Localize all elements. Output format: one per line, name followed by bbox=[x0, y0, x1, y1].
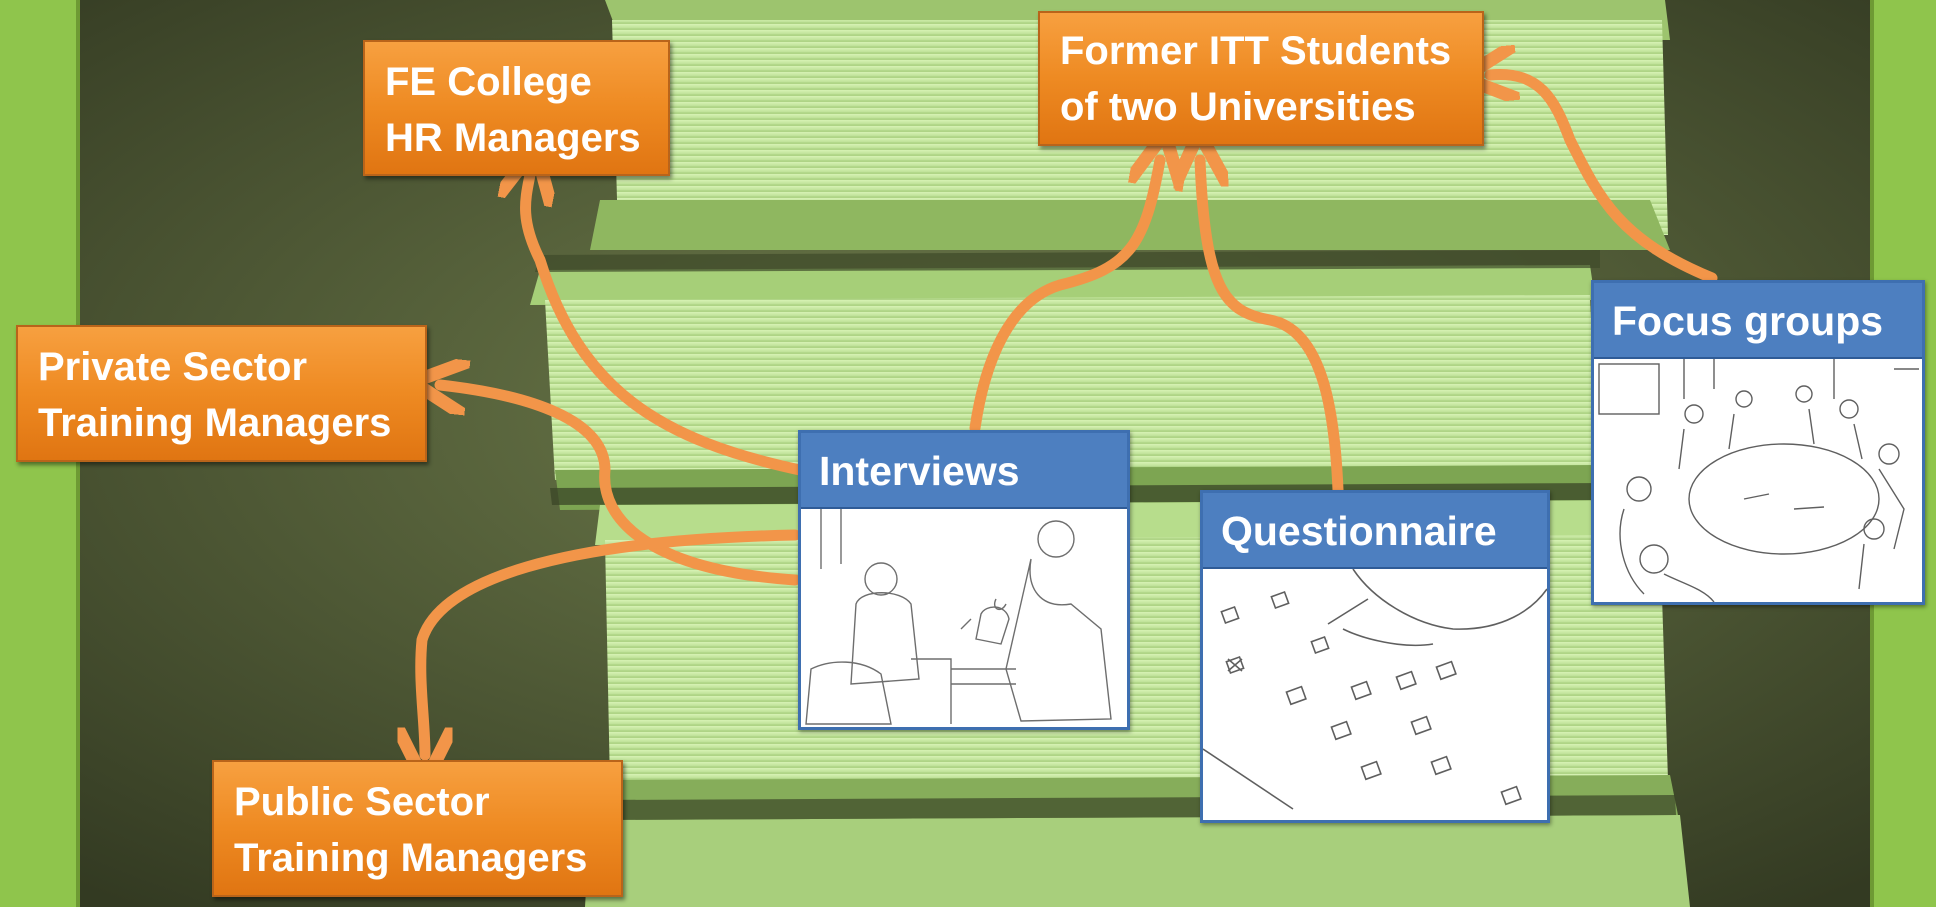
interviews-title: Interviews bbox=[801, 433, 1127, 509]
fe-college-box: FE College HR Managers bbox=[363, 40, 670, 176]
private-sector-line-1: Private Sector bbox=[38, 345, 308, 389]
private-sector-line-2: Training Managers bbox=[38, 401, 392, 445]
questionnaire-sketch-image bbox=[1203, 569, 1547, 820]
former-itt-line-1: Former ITT Students bbox=[1060, 29, 1452, 73]
questionnaire-card: Questionnaire bbox=[1200, 490, 1550, 823]
focus-groups-title: Focus groups bbox=[1594, 283, 1922, 359]
fe-college-line-2: HR Managers bbox=[385, 116, 641, 160]
public-sector-line-2: Training Managers bbox=[234, 836, 588, 880]
interview-sketch-image bbox=[801, 509, 1127, 727]
fe-college-line-1: FE College bbox=[385, 60, 592, 104]
focus-group-sketch-image bbox=[1594, 359, 1922, 602]
former-itt-box: Former ITT Students of two Universities bbox=[1038, 11, 1484, 146]
public-sector-line-1: Public Sector bbox=[234, 780, 490, 824]
former-itt-line-2: of two Universities bbox=[1060, 85, 1416, 129]
focus-groups-card: Focus groups bbox=[1591, 280, 1925, 605]
interviews-card: Interviews bbox=[798, 430, 1130, 730]
questionnaire-title: Questionnaire bbox=[1203, 493, 1547, 569]
public-sector-box: Public Sector Training Managers bbox=[212, 760, 623, 897]
private-sector-box: Private Sector Training Managers bbox=[16, 325, 427, 462]
